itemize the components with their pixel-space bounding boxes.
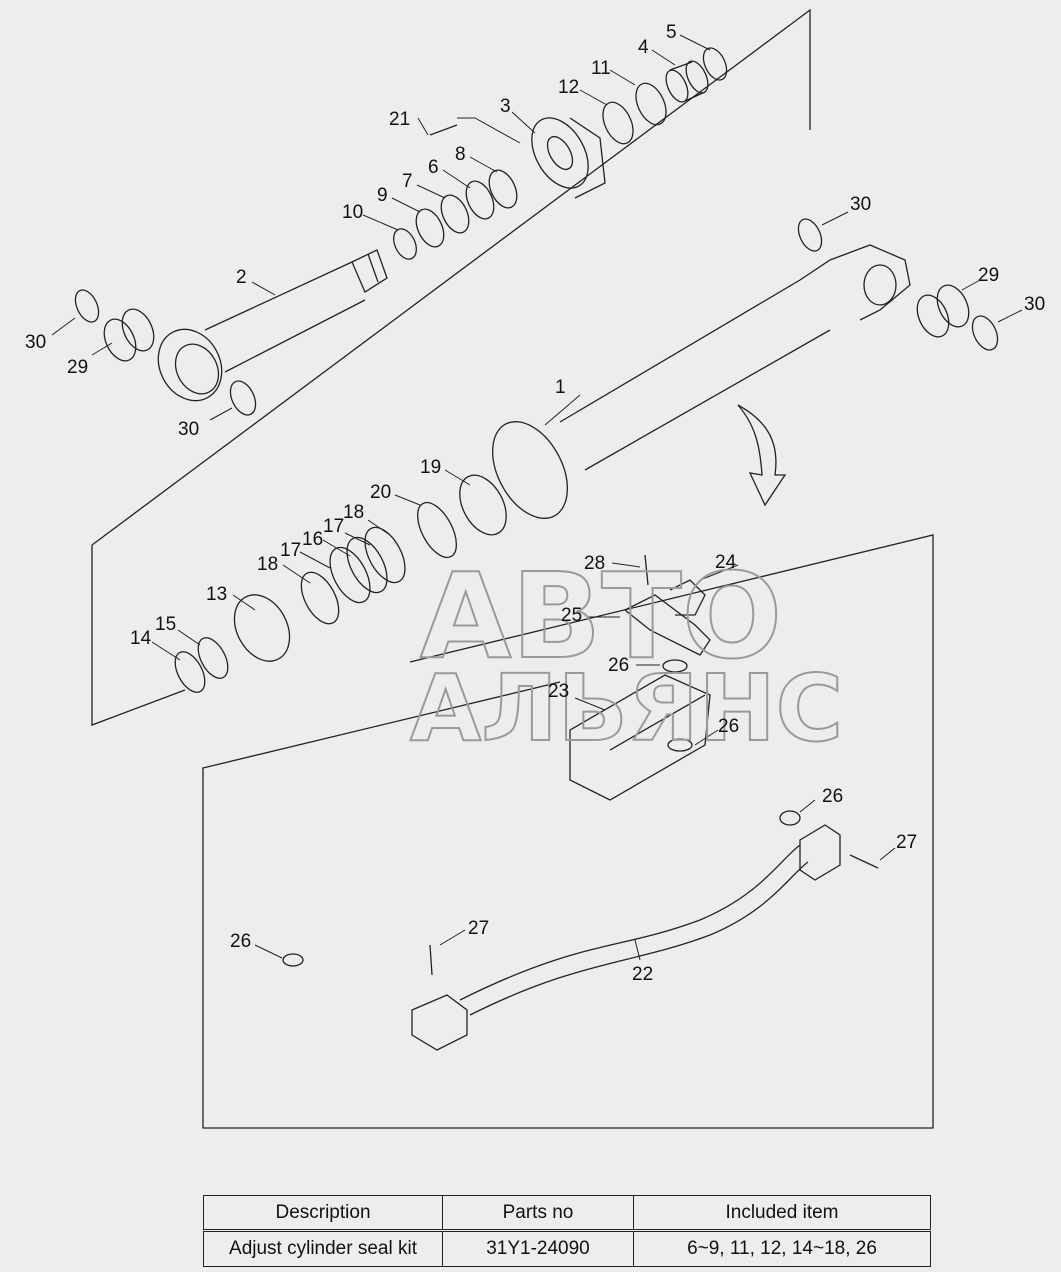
callout-23: 23 xyxy=(548,681,569,702)
callout-29b: 29 xyxy=(978,265,999,286)
callout-12: 12 xyxy=(558,77,579,98)
bolts xyxy=(429,124,879,976)
table-row: Adjust cylinder seal kit 31Y1-24090 6~9,… xyxy=(203,1230,931,1267)
cell-description: Adjust cylinder seal kit xyxy=(203,1230,443,1267)
valve-assembly xyxy=(282,579,841,1051)
callout-20: 20 xyxy=(370,482,391,503)
callout-28: 28 xyxy=(584,553,605,574)
callout-6: 6 xyxy=(428,157,439,178)
table-header-row: Description Parts no Included item xyxy=(203,1195,931,1231)
callout-10: 10 xyxy=(342,202,363,223)
callout-27a: 27 xyxy=(896,832,917,853)
callout-26b: 26 xyxy=(718,716,739,737)
callout-18a: 18 xyxy=(343,502,364,523)
leader-lines xyxy=(51,34,1023,961)
callout-30d: 30 xyxy=(1024,294,1045,315)
cylinder-tube xyxy=(492,244,911,519)
callout-22: 22 xyxy=(632,964,653,985)
callout-30b: 30 xyxy=(178,419,199,440)
rod-cover xyxy=(531,117,606,199)
callout-17a: 17 xyxy=(323,516,344,537)
callout-8: 8 xyxy=(455,144,466,165)
callout-24: 24 xyxy=(715,552,737,573)
lower-panel-outline xyxy=(202,534,934,1129)
upper-panel-outline xyxy=(91,545,186,726)
callout-9: 9 xyxy=(377,185,388,206)
header-included-item: Included item xyxy=(633,1195,931,1231)
callout-29a: 29 xyxy=(67,357,88,378)
pin-bushings xyxy=(74,218,999,416)
callout-13: 13 xyxy=(206,584,227,605)
watermark: АВТО АЛЬЯНС xyxy=(409,546,844,763)
callout-3: 3 xyxy=(500,96,511,117)
callout-15: 15 xyxy=(155,614,176,635)
exploded-parts-diagram: АВТО АЛЬЯНС 1 2 3 4 5 6 7 8 9 10 11 12 1… xyxy=(25,8,1045,1129)
callout-16: 16 xyxy=(302,529,323,550)
callout-30a: 30 xyxy=(25,332,46,353)
callout-18b: 18 xyxy=(257,554,278,575)
piston-rod xyxy=(157,249,388,402)
direction-arrow xyxy=(737,404,787,507)
callout-25: 25 xyxy=(561,605,582,626)
piston-assembly xyxy=(174,474,507,693)
callout-2: 2 xyxy=(236,267,247,288)
watermark-line2: АЛЬЯНС xyxy=(410,655,843,762)
cell-included-item: 6~9, 11, 12, 14~18, 26 xyxy=(633,1230,931,1267)
header-description: Description xyxy=(203,1195,443,1231)
callout-21: 21 xyxy=(389,109,410,130)
callout-26d: 26 xyxy=(230,931,251,952)
cell-parts-no: 31Y1-24090 xyxy=(442,1230,634,1267)
callout-1: 1 xyxy=(555,377,566,398)
callout-19: 19 xyxy=(420,457,441,478)
bushing xyxy=(665,60,709,103)
seal-kit-table: Description Parts no Included item Adjus… xyxy=(203,1195,931,1267)
callout-26c: 26 xyxy=(822,786,843,807)
callout-5: 5 xyxy=(666,22,677,43)
upper-panel-outline-top xyxy=(91,8,811,546)
callout-4: 4 xyxy=(638,37,649,58)
watermark-line1: АВТО xyxy=(420,547,782,685)
callout-7: 7 xyxy=(402,171,413,192)
callout-11: 11 xyxy=(591,58,611,79)
callout-26a: 26 xyxy=(608,655,629,676)
callout-17b: 17 xyxy=(280,540,301,561)
callout-30c: 30 xyxy=(850,194,871,215)
callout-labels: 1 2 3 4 5 6 7 8 9 10 11 12 13 14 15 16 1… xyxy=(25,22,1045,985)
callout-14: 14 xyxy=(130,628,152,649)
callout-27b: 27 xyxy=(468,918,489,939)
header-parts-no: Parts no xyxy=(442,1195,634,1231)
